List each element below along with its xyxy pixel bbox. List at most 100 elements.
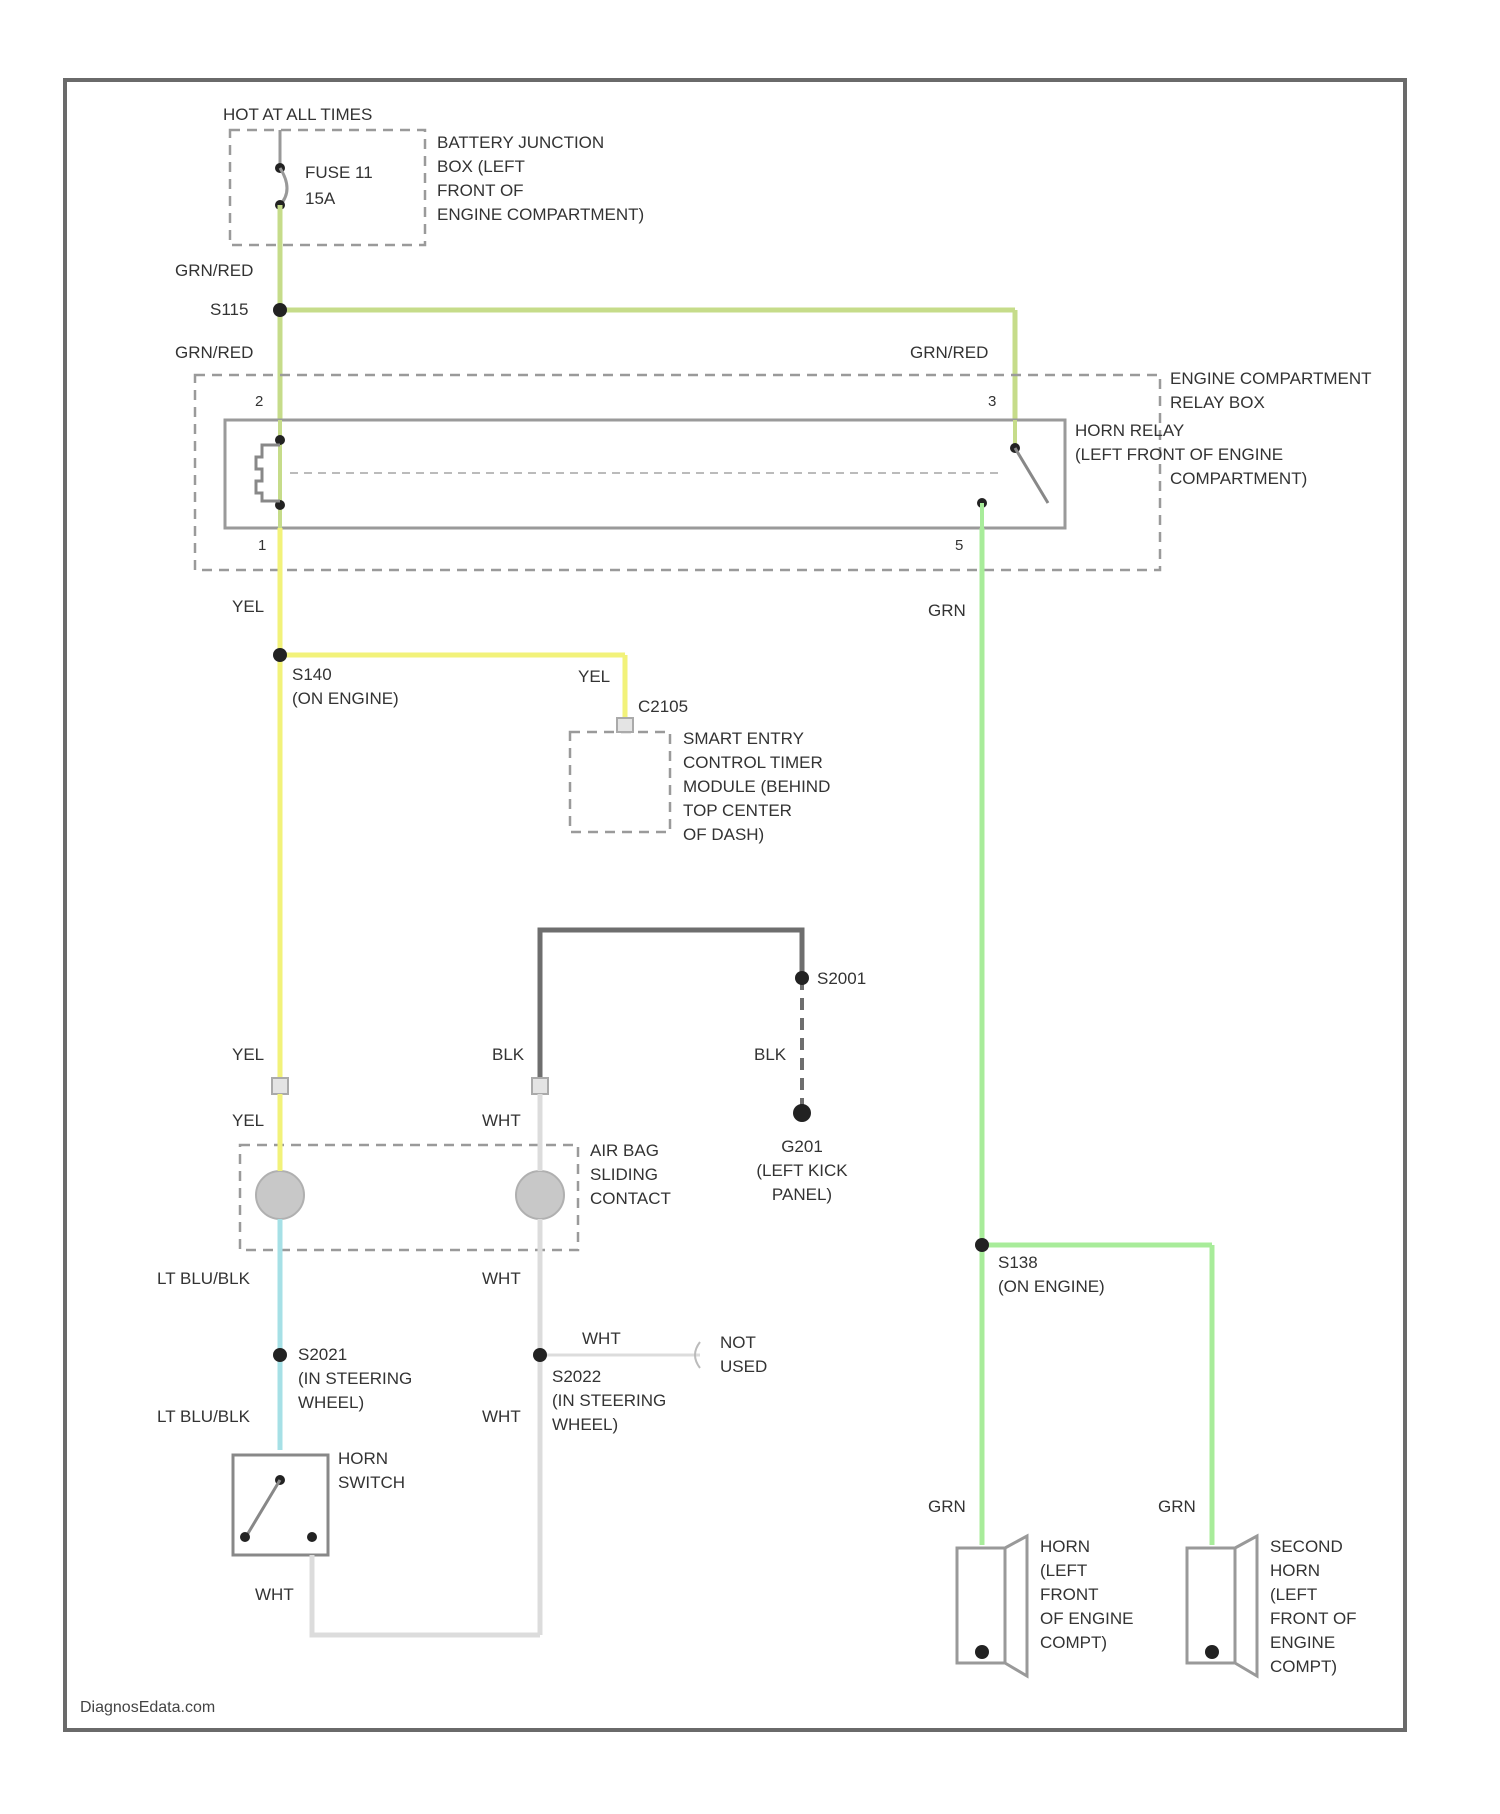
diagram-frame xyxy=(65,80,1405,1730)
splice-s2001 xyxy=(795,971,809,985)
relay-pin-2: 2 xyxy=(255,393,263,410)
air-bag-label-line2: SLIDING xyxy=(590,1165,658,1184)
wire-label-grn-3: GRN xyxy=(1158,1497,1196,1516)
splice-s2022-location-line1: (IN STEERING xyxy=(552,1391,666,1410)
horn-relay-label-line2: (LEFT FRONT OF ENGINE xyxy=(1075,445,1283,464)
horn-left-label-line1: HORN xyxy=(1040,1537,1090,1556)
splice-s2022 xyxy=(533,1348,547,1362)
splice-s2021-location-line1: (IN STEERING xyxy=(298,1369,412,1388)
smart-entry-module: C2105 SMART ENTRY CONTROL TIMER MODULE (… xyxy=(570,697,830,844)
ground-g201-location-line2: PANEL) xyxy=(772,1185,832,1204)
relay-coil-icon xyxy=(256,445,280,501)
ground-g201-label: G201 xyxy=(781,1137,823,1156)
second-horn-label-line4: FRONT OF xyxy=(1270,1609,1357,1628)
splice-s140-location: (ON ENGINE) xyxy=(292,689,399,708)
second-horn-label-line5: ENGINE xyxy=(1270,1633,1335,1652)
second-horn-label-line1: SECOND xyxy=(1270,1537,1343,1556)
horn-left-label-line2: (LEFT xyxy=(1040,1561,1087,1580)
fuse-rating: 15A xyxy=(305,189,336,208)
horn-relay-label-line3: COMPARTMENT) xyxy=(1170,469,1307,488)
wire-label-wht-1: WHT xyxy=(482,1111,521,1130)
wire-label-wht-3: WHT xyxy=(582,1329,621,1348)
splice-s2021-location-line2: WHEEL) xyxy=(298,1393,364,1412)
wire-label-wht-2: WHT xyxy=(482,1269,521,1288)
wire-label-grn-2: GRN xyxy=(928,1497,966,1516)
engine-compartment-relay-box: 2 3 1 5 HORN RELAY (LEFT FRONT OF ENGINE… xyxy=(195,369,1372,570)
horn-left-label-line3: FRONT xyxy=(1040,1585,1099,1604)
splice-s138-label: S138 xyxy=(998,1253,1038,1272)
horn-switch-circuit: LT BLU/BLK S2021 (IN STEERING WHEEL) LT … xyxy=(157,1219,412,1555)
junction-box-label-line2: BOX (LEFT xyxy=(437,157,525,176)
wire-label-grn-1: GRN xyxy=(928,601,966,620)
grn-red-wires: GRN/RED S115 GRN/RED GRN/RED xyxy=(175,205,1015,420)
horn-switch-contact-icon xyxy=(247,1480,280,1535)
air-bag-sliding-contact: AIR BAG SLIDING CONTACT WHT xyxy=(240,1094,671,1250)
wht-wires: WHT WHT NOT USED S2022 (IN STEERING WHEE… xyxy=(255,1219,767,1635)
splice-s115 xyxy=(273,303,287,317)
sliding-contact-1-icon xyxy=(256,1171,304,1219)
second-horn-label-line3: (LEFT xyxy=(1270,1585,1317,1604)
wire-label-blk-2: BLK xyxy=(754,1045,787,1064)
wire-label-grn-red-3: GRN/RED xyxy=(910,343,988,362)
relay-switch-contact-icon xyxy=(1015,448,1048,503)
splice-s138 xyxy=(975,1238,989,1252)
grn-horn-wires: GRN S138 (ON ENGINE) GRN GRN xyxy=(928,528,1212,1545)
not-used-label-line2: USED xyxy=(720,1357,767,1376)
splice-s2001-label: S2001 xyxy=(817,969,866,988)
wire-label-grn-red-2: GRN/RED xyxy=(175,343,253,362)
wire-label-yel-3: YEL xyxy=(232,1045,264,1064)
splice-s2022-label: S2022 xyxy=(552,1367,601,1386)
air-bag-label-line3: CONTACT xyxy=(590,1189,671,1208)
ground-g201-location-line1: (LEFT KICK xyxy=(756,1161,848,1180)
yel-wires: YEL S140 (ON ENGINE) YEL YEL YEL xyxy=(232,528,625,1140)
relay-pin-1: 1 xyxy=(258,537,266,554)
horn-left: HORN (LEFT FRONT OF ENGINE COMPT) xyxy=(957,1536,1134,1676)
second-horn-label-line2: HORN xyxy=(1270,1561,1320,1580)
horn-left-ground-terminal xyxy=(975,1645,989,1659)
junction-box-label-line1: BATTERY JUNCTION xyxy=(437,133,604,152)
splice-s2021 xyxy=(273,1348,287,1362)
smart-entry-label-line1: SMART ENTRY xyxy=(683,729,804,748)
junction-box-label-line3: FRONT OF xyxy=(437,181,524,200)
horn-switch-label-line2: SWITCH xyxy=(338,1473,405,1492)
not-used-label-line1: NOT xyxy=(720,1333,756,1352)
sliding-contact-2-icon xyxy=(516,1171,564,1219)
wire-label-wht-4: WHT xyxy=(482,1407,521,1426)
splice-s2021-label: S2021 xyxy=(298,1345,347,1364)
fuse-name: FUSE 11 xyxy=(305,163,373,182)
smart-entry-label-line4: TOP CENTER xyxy=(683,801,792,820)
relay-pin-3: 3 xyxy=(988,393,996,410)
junction-box-label-line4: ENGINE COMPARTMENT) xyxy=(437,205,644,224)
relay-box-label-line2: RELAY BOX xyxy=(1170,393,1265,412)
splice-s140-label: S140 xyxy=(292,665,332,684)
wire-label-grn-red-1: GRN/RED xyxy=(175,261,253,280)
second-horn-label-line6: COMPT) xyxy=(1270,1657,1337,1676)
ground-g201-icon xyxy=(793,1104,811,1122)
wire-label-lt-blu-blk-1: LT BLU/BLK xyxy=(157,1269,251,1288)
wire-label-lt-blu-blk-2: LT BLU/BLK xyxy=(157,1407,251,1426)
splice-s2022-location-line2: WHEEL) xyxy=(552,1415,618,1434)
wire-label-blk-1: BLK xyxy=(492,1045,525,1064)
blk-ground-wires: S2001 BLK BLK G201 (LEFT KICK PANEL) xyxy=(492,930,866,1204)
battery-junction-box: HOT AT ALL TIMES FUSE 11 15A BATTERY JUN… xyxy=(223,105,644,245)
horn-left-label-line5: COMPT) xyxy=(1040,1633,1107,1652)
horn-switch-label-line1: HORN xyxy=(338,1449,388,1468)
smart-entry-label-line3: MODULE (BEHIND xyxy=(683,777,830,796)
air-bag-label-line1: AIR BAG xyxy=(590,1141,659,1160)
wire-label-yel-2: YEL xyxy=(578,667,610,686)
second-horn-ground-terminal xyxy=(1205,1645,1219,1659)
horn-left-bell-icon xyxy=(1005,1536,1027,1676)
wire-label-yel-4: YEL xyxy=(232,1111,264,1130)
fuse-box-outline xyxy=(230,130,425,245)
connector-yel xyxy=(272,1078,288,1094)
splice-s138-location: (ON ENGINE) xyxy=(998,1277,1105,1296)
smart-entry-label-line2: CONTROL TIMER xyxy=(683,753,823,772)
splice-s140 xyxy=(273,648,287,662)
connector-c2105 xyxy=(617,718,633,732)
horn-left-label-line4: OF ENGINE xyxy=(1040,1609,1134,1628)
second-horn-bell-icon xyxy=(1235,1536,1257,1676)
smart-entry-label-line5: OF DASH) xyxy=(683,825,764,844)
relay-pin-5: 5 xyxy=(955,537,963,554)
second-horn: SECOND HORN (LEFT FRONT OF ENGINE COMPT) xyxy=(1187,1536,1357,1676)
